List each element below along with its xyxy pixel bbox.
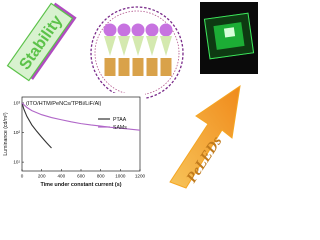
banner-box xyxy=(6,2,74,82)
x-tick-label: 600 xyxy=(77,174,85,179)
x-tick-label: 0 xyxy=(21,174,24,179)
series-lines xyxy=(21,102,141,149)
outer-dashed-ring xyxy=(90,6,184,100)
y-tick-label: 10³ xyxy=(13,101,20,106)
sam-molecule xyxy=(159,23,173,76)
legend-label: SAMs xyxy=(113,125,127,131)
arrow-shape xyxy=(169,84,241,189)
device-photo xyxy=(200,2,258,74)
luminance-decay-chart: (ITO/HTM/PeNCs/TPBi/LiF/Al) Luminance (c… xyxy=(0,93,146,189)
x-tick-label: 800 xyxy=(97,174,105,179)
x-axis-label: Time under constant current (s) xyxy=(40,182,121,188)
y-tick-label: 10² xyxy=(13,130,20,135)
peleds-arrow: PeLEDs xyxy=(160,70,258,189)
sam-molecule-circle xyxy=(88,4,186,102)
x-tick-label: 200 xyxy=(38,174,46,179)
sam-molecule xyxy=(145,23,159,76)
inner-dashed-ring xyxy=(94,10,180,96)
series-line-sams xyxy=(21,102,141,131)
sam-molecule xyxy=(103,23,117,76)
sam-molecule xyxy=(131,23,145,76)
chart-legend: PTAA SAMs xyxy=(98,117,127,131)
x-tick-label: 1000 xyxy=(115,174,126,179)
stability-banner: Stability xyxy=(0,0,90,90)
x-tick-label: 400 xyxy=(57,174,65,179)
y-axis-label: Luminance (cd/m²) xyxy=(3,112,9,156)
legend-label: PTAA xyxy=(113,117,127,123)
x-tick-label: 1200 xyxy=(135,174,145,179)
y-tick-label: 10¹ xyxy=(13,160,20,165)
chart-title: (ITO/HTM/PeNCs/TPBi/LiF/Al) xyxy=(26,101,102,107)
series-line-ptaa xyxy=(21,102,52,149)
axis-ticks: 0 200 400 600 800 1000 1200 10¹ 10² 10³ xyxy=(13,101,145,179)
sam-molecule xyxy=(117,23,131,76)
sam-molecules xyxy=(103,23,173,76)
device-pixel xyxy=(223,27,236,38)
